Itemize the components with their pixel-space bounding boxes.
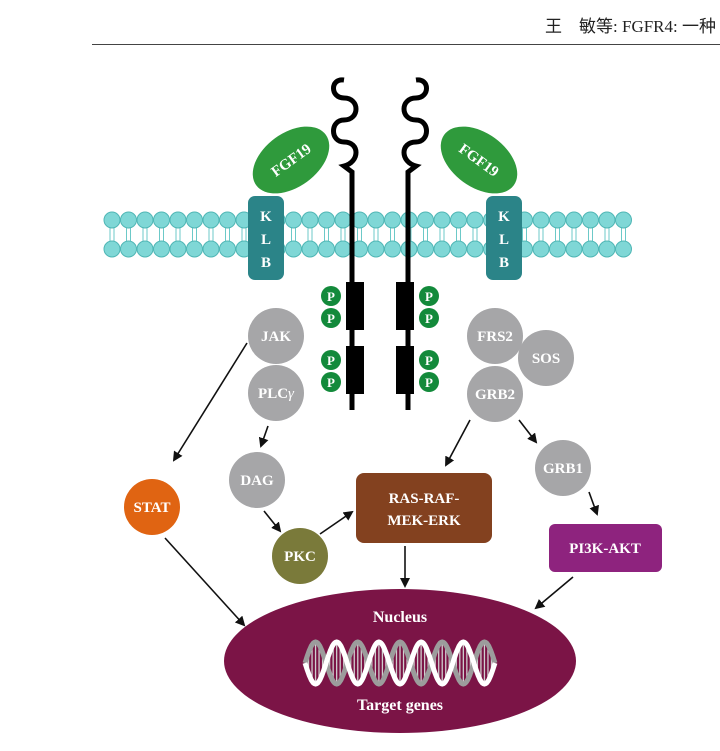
arrow-pi3k-to-nucleus [534, 576, 574, 610]
nucleus-label: Nucleus [373, 609, 427, 626]
arrow-grb2-to-grb1 [518, 419, 538, 444]
klb-letter-k: K [498, 209, 510, 225]
pi3k-akt-box: PI3K-AKT [549, 524, 662, 572]
running-header: 王 敏等: FGFR4: 一种 [0, 0, 720, 50]
klb-letter-l: L [261, 232, 271, 248]
phospho-right-1: P [419, 286, 439, 306]
arrow-plc-to-dag [258, 425, 269, 448]
svg-text:P: P [327, 353, 335, 368]
arrow-dag-to-pkc [263, 510, 282, 533]
svg-text:SOS: SOS [532, 351, 560, 367]
klb-letter-k: K [260, 209, 272, 225]
klb-right: K L B [486, 196, 522, 280]
jak-node: JAK [248, 308, 304, 364]
svg-text:P: P [327, 311, 335, 326]
phospho-left-2: P [321, 308, 341, 328]
fgf19-left: FGF19 [252, 126, 330, 194]
svg-text:PLCγ: PLCγ [258, 386, 295, 402]
grb1-node: GRB1 [535, 440, 591, 496]
header-rule [92, 44, 720, 45]
target-genes-label: Target genes [357, 697, 443, 714]
svg-text:P: P [327, 289, 335, 304]
svg-text:PI3K-AKT: PI3K-AKT [569, 541, 641, 557]
phospho-right-3: P [419, 350, 439, 370]
receptor-right [396, 77, 429, 410]
arrow-jak-to-stat [172, 342, 248, 462]
ras-raf-mek-erk-box: RAS-RAF- MEK-ERK [356, 473, 492, 543]
phospho-left-4: P [321, 372, 341, 392]
phospho-left-3: P [321, 350, 341, 370]
svg-text:STAT: STAT [134, 500, 171, 516]
arrow-grb2-to-ras [445, 419, 471, 467]
pkc-node: PKC [272, 528, 328, 584]
klb-letter-l: L [499, 232, 509, 248]
cell-membrane [103, 211, 632, 258]
header-text: 王 敏等: FGFR4: 一种 [545, 17, 716, 36]
svg-text:RAS-RAF-: RAS-RAF- [389, 491, 460, 507]
receptor-left [331, 77, 364, 410]
phospho-sites: P P P P P P P P [321, 286, 439, 392]
svg-text:P: P [425, 311, 433, 326]
phospho-right-2: P [419, 308, 439, 328]
stat-node: STAT [124, 479, 180, 535]
phospho-left-1: P [321, 286, 341, 306]
dna-helix-icon [302, 639, 498, 687]
pathway-arrows [164, 342, 599, 627]
nucleus: Nucleus Target genes [224, 589, 576, 733]
arrow-pkc-to-ras [319, 510, 354, 535]
fgf19-right: FGF19 [440, 126, 518, 194]
svg-text:P: P [425, 375, 433, 390]
svg-text:P: P [425, 353, 433, 368]
frs2-node: FRS2 [467, 308, 523, 364]
svg-text:MEK-ERK: MEK-ERK [387, 513, 461, 529]
svg-text:FRS2: FRS2 [477, 329, 513, 345]
svg-text:DAG: DAG [240, 473, 274, 489]
svg-text:GRB1: GRB1 [543, 461, 583, 477]
plc-gamma-node: PLCγ [248, 365, 304, 421]
svg-text:P: P [425, 289, 433, 304]
phospho-right-4: P [419, 372, 439, 392]
svg-text:PKC: PKC [284, 549, 316, 565]
klb-letter-b: B [261, 255, 271, 271]
svg-text:JAK: JAK [261, 329, 291, 345]
dag-node: DAG [229, 452, 285, 508]
klb-letter-b: B [499, 255, 509, 271]
svg-text:GRB2: GRB2 [475, 387, 515, 403]
svg-text:P: P [327, 375, 335, 390]
grb2-node: GRB2 [467, 366, 523, 422]
arrow-stat-to-nucleus [164, 537, 246, 627]
klb-left: K L B [248, 196, 284, 280]
sos-node: SOS [518, 330, 574, 386]
arrow-grb1-to-pi3k [588, 491, 599, 516]
